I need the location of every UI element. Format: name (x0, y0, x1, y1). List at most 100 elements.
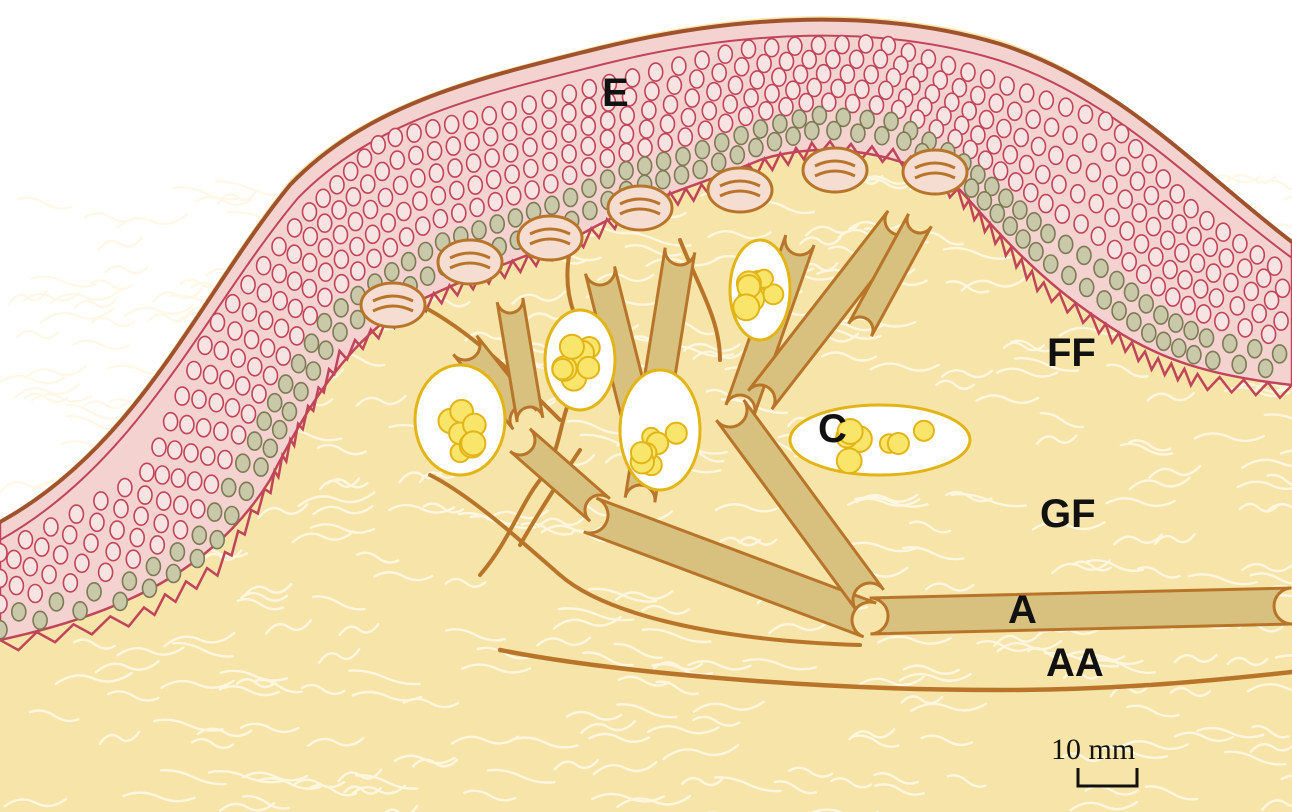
epidermal-cell (1184, 200, 1198, 218)
epidermal-cell (1250, 246, 1264, 264)
basal-cell (402, 253, 416, 271)
epidermal-cell (242, 303, 256, 321)
epidermal-cell (1216, 223, 1230, 241)
epidermal-cell (981, 70, 995, 88)
epidermal-cell (350, 238, 364, 256)
epidermal-cell (364, 201, 378, 219)
basal-cell (294, 383, 308, 401)
basal-cell (1110, 272, 1124, 290)
epidermal-cell (330, 176, 344, 194)
epidermal-cell (1067, 155, 1081, 173)
basal-cell (1003, 217, 1017, 235)
epidermal-cell (1120, 222, 1134, 240)
epidermal-cell (1147, 218, 1161, 236)
epidermal-cell (707, 83, 721, 101)
basal-cell (792, 110, 806, 128)
epidermal-cell (416, 217, 430, 235)
epidermal-cell (864, 66, 878, 84)
epidermal-cell (542, 91, 556, 109)
basal-cell (12, 603, 26, 621)
epidermal-cell (759, 102, 773, 120)
epidermal-cell (94, 492, 108, 510)
basal-cell (1169, 314, 1183, 332)
fat-cluster (790, 405, 970, 475)
epidermal-cell (1262, 325, 1276, 343)
epidermal-cell (35, 538, 49, 556)
epidermal-cell (379, 189, 393, 207)
epidermal-cell (63, 526, 77, 544)
epidermal-cell (850, 50, 864, 68)
epidermal-cell (742, 40, 756, 58)
epidermal-cell (750, 71, 764, 89)
basal-cell (754, 120, 768, 138)
epidermal-cell (411, 169, 425, 187)
nerve-ending (903, 150, 967, 194)
epidermal-cell (678, 128, 692, 146)
epidermal-cell (779, 98, 793, 116)
epidermal-cell (1215, 313, 1229, 331)
epidermal-cell (452, 204, 466, 222)
epidermal-cell (334, 226, 348, 244)
epidermal-cell (723, 95, 737, 113)
epidermal-cell (335, 275, 349, 293)
fat-cell (631, 442, 652, 463)
nerve-ending (708, 168, 772, 212)
basal-cell (1059, 235, 1073, 253)
basal-cell (421, 267, 435, 285)
epidermal-cell (174, 496, 188, 514)
epidermal-cell (184, 444, 198, 462)
epidermal-cell (130, 529, 144, 547)
epidermal-cell (0, 595, 7, 613)
epidermal-cell (667, 76, 681, 94)
basal-cell (897, 132, 911, 150)
epidermal-cell (214, 342, 228, 360)
epidermal-cell (1103, 176, 1117, 194)
epidermal-cell (786, 81, 800, 99)
epidermal-cell (154, 515, 168, 533)
nerve-ending (518, 216, 582, 260)
basal-cell (1223, 335, 1237, 353)
epidermal-cell (664, 96, 678, 114)
epidermal-cell (1039, 195, 1053, 213)
basal-cell (282, 403, 296, 421)
epidermal-cell (1209, 289, 1223, 307)
epidermal-cell (488, 193, 502, 211)
epidermal-cell (1052, 175, 1066, 193)
epidermal-cell (211, 313, 225, 331)
epidermal-cell (1200, 212, 1214, 230)
epidermal-cell (272, 265, 286, 283)
epidermal-cell (997, 120, 1011, 138)
basal-cell (1154, 306, 1168, 324)
epidermal-cell (562, 124, 576, 142)
epidermal-cell (302, 280, 316, 298)
basal-cell (1027, 213, 1041, 231)
fat-cell (733, 294, 759, 320)
epidermal-cell (1187, 228, 1201, 246)
epidermal-cell (413, 192, 427, 210)
epidermal-cell (487, 171, 501, 189)
basal-cell (1044, 255, 1058, 273)
epidermal-cell (739, 107, 753, 125)
epidermal-cell (242, 405, 256, 423)
epidermal-cell (42, 566, 56, 584)
fat-cell (888, 433, 909, 454)
epidermal-cell (349, 213, 363, 231)
epidermal-cell (702, 102, 716, 120)
basal-cell (564, 189, 578, 207)
epidermal-cell (257, 284, 271, 302)
basal-cell (0, 621, 7, 639)
epidermal-cell (1265, 291, 1279, 309)
epidermal-cell (288, 299, 302, 317)
epidermal-cell (1009, 173, 1023, 191)
label-a: A (1008, 588, 1037, 632)
epidermal-cell (502, 102, 516, 120)
epidermal-cell (241, 276, 255, 294)
epidermal-cell (23, 558, 37, 576)
epidermal-cell (1099, 112, 1113, 130)
epidermal-cell (1039, 91, 1053, 109)
epidermal-cell (690, 70, 704, 88)
label-aa: AA (1046, 641, 1104, 685)
basal-cell (508, 209, 522, 227)
epidermal-cell (118, 479, 132, 497)
